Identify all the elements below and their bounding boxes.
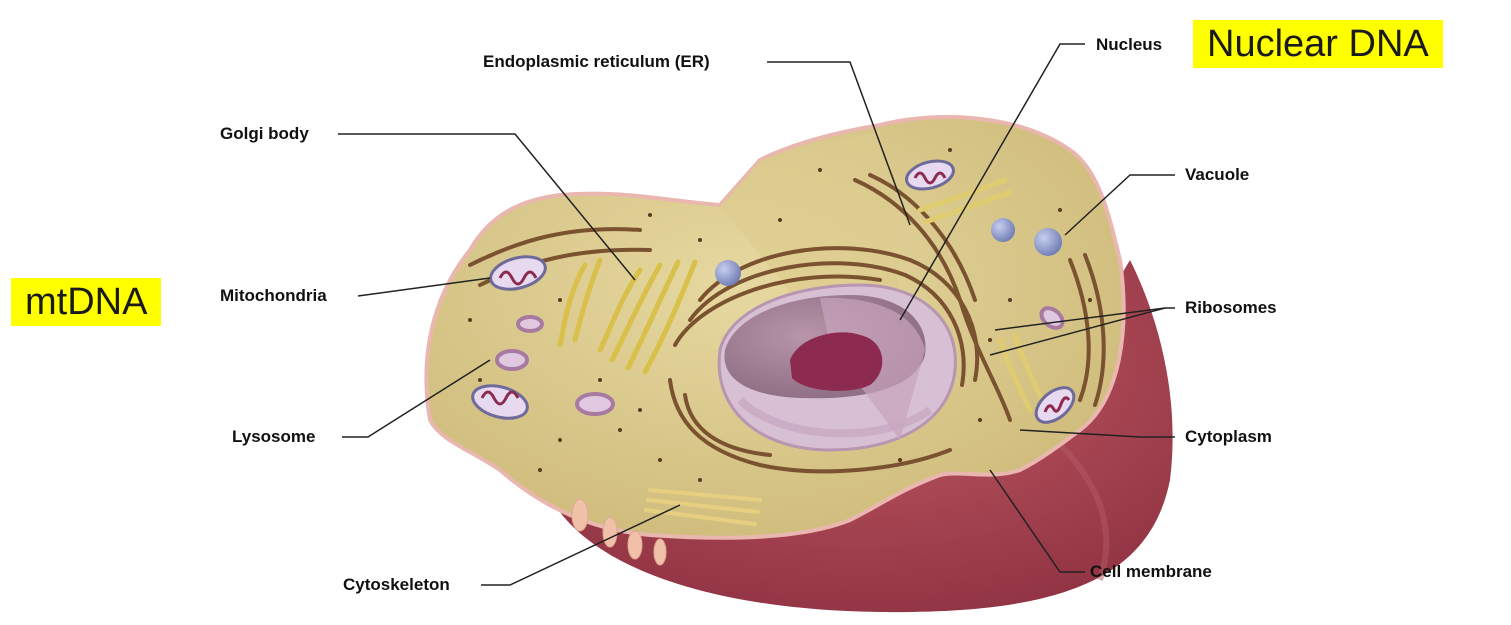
label-nucleus: Nucleus xyxy=(1096,35,1162,55)
nuclear-dna-highlight: Nuclear DNA xyxy=(1193,20,1443,68)
label-lysosome: Lysosome xyxy=(232,427,315,447)
label-vacuole: Vacuole xyxy=(1185,165,1249,185)
mtdna-highlight: mtDNA xyxy=(11,278,161,326)
label-cytoplasm: Cytoplasm xyxy=(1185,427,1272,447)
label-mitochondria: Mitochondria xyxy=(220,286,327,306)
label-golgi-body: Golgi body xyxy=(220,124,309,144)
label-ribosomes: Ribosomes xyxy=(1185,298,1277,318)
label-er: Endoplasmic reticulum (ER) xyxy=(483,52,710,72)
nucleus-shape xyxy=(719,285,955,450)
label-cell-membrane: Cell membrane xyxy=(1090,562,1212,582)
label-cytoskeleton: Cytoskeleton xyxy=(343,575,450,595)
